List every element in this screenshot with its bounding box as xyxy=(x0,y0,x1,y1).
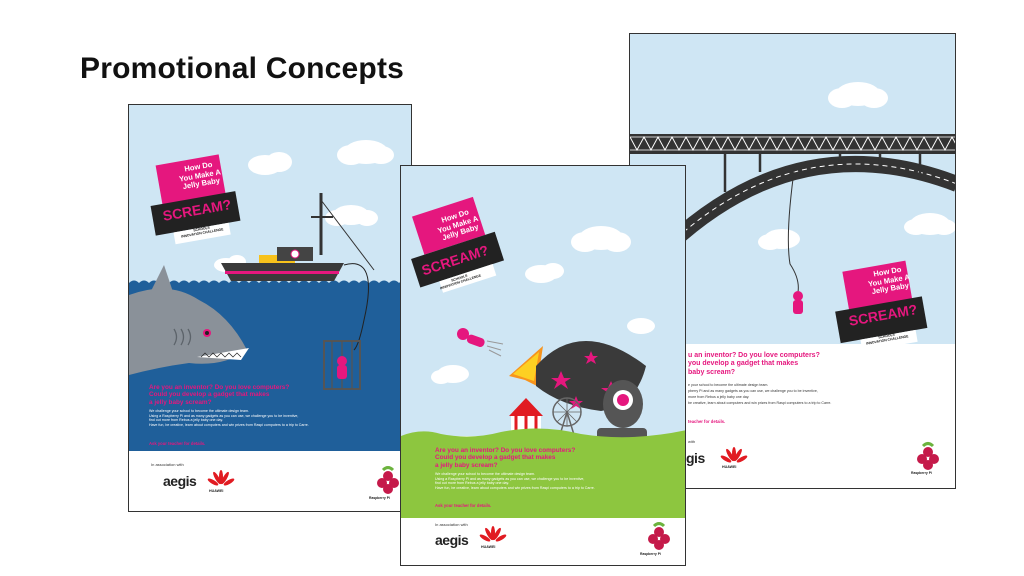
body-line-3: find out more from Rebus a jelly baby on… xyxy=(149,418,224,423)
boat-icon xyxy=(221,193,375,351)
raspberry-pi-logo-icon xyxy=(648,522,670,550)
raspberry-pi-wordmark: Raspberry Pi xyxy=(369,496,390,500)
assoc-label: In association with xyxy=(151,462,184,467)
question-line-3: baby scream? xyxy=(688,368,736,376)
body-line-4: Have fun, be creative, learn about compu… xyxy=(435,485,595,490)
poster-body: e your school to become the ultimate des… xyxy=(688,382,954,406)
badge-icon xyxy=(835,260,928,352)
poster-body: We challenge your school to become the u… xyxy=(149,409,409,427)
poster-shark: How Do You Make A Jelly Baby SCREAM? SCH… xyxy=(128,104,412,512)
cage-icon xyxy=(323,340,361,390)
raspberry-pi-logo-icon xyxy=(377,466,399,494)
huawei-logo-icon xyxy=(479,526,507,542)
huawei-wordmark: HUAWEI xyxy=(209,489,224,493)
bridge-icon xyxy=(630,134,955,314)
poster-cta: teacher for details. xyxy=(688,419,726,424)
badge-icon xyxy=(150,154,241,245)
question-line-3: a jelly baby scream? xyxy=(435,461,498,469)
aegis-logo: aegis xyxy=(163,473,197,489)
body-line-2: Using a Raspberry Pi and as many gadgets… xyxy=(149,413,299,418)
poster-cannon-art xyxy=(401,166,685,565)
huawei-logo-icon xyxy=(207,470,235,486)
body-line-2: Using a Raspberry Pi and as many gadgets… xyxy=(435,476,585,481)
question-line-1: Are you an inventor? Do you love compute… xyxy=(435,447,576,454)
body-line-2: pberry Pi and as many gadgets as you can… xyxy=(688,389,818,393)
raspberry-pi-wordmark: Raspberry Pi xyxy=(640,552,661,556)
shark-icon xyxy=(129,265,249,375)
body-line-3: find out more from Rebus a jelly baby on… xyxy=(435,481,510,486)
body-line-1: We challenge your school to become the u… xyxy=(435,472,536,476)
body-line-3: more from Rebus a jelly baby one day. xyxy=(688,395,750,399)
question-line-3: a jelly baby scream? xyxy=(149,398,212,406)
question-line-2: Could you develop a gadget that makes xyxy=(149,391,270,399)
body-line-1: We challenge your school to become the u… xyxy=(149,409,250,413)
poster-shark-art xyxy=(129,105,411,511)
slide-title: Promotional Concepts xyxy=(80,52,405,85)
badge-icon xyxy=(411,196,505,293)
poster-question: Are you an inventor? Do you love compute… xyxy=(149,384,339,406)
poster-question: u an inventor? Do you love computers? yo… xyxy=(688,352,878,377)
poster-cta: Ask your teacher for details. xyxy=(149,441,206,446)
aegis-logo: aegis xyxy=(435,532,469,548)
cloud-icon xyxy=(431,226,655,384)
body-line-1: e your school to become the ultimate des… xyxy=(688,383,769,387)
question-line-1: Are you an inventor? Do you love compute… xyxy=(149,384,290,391)
body-line-4: Have fun, be creative, learn about compu… xyxy=(149,422,309,427)
assoc-label: In association with xyxy=(435,522,468,527)
raspberry-pi-logo-icon xyxy=(917,442,939,470)
poster-cta: Ask your teacher for details. xyxy=(435,503,492,508)
cloud-icon xyxy=(758,82,955,250)
huawei-wordmark: HUAWEI xyxy=(481,545,496,549)
huawei-logo-icon xyxy=(720,447,748,463)
raspberry-pi-wordmark: Raspberry Pi xyxy=(911,471,932,475)
question-line-1: u an inventor? Do you love computers? xyxy=(688,352,820,359)
question-line-2: Could you develop a gadget that makes xyxy=(435,454,556,462)
aegis-logo: gis xyxy=(686,450,705,466)
body-line-4: be creative, learn about computers and w… xyxy=(688,401,832,405)
poster-body: We challenge your school to become the u… xyxy=(435,472,683,490)
poster-question: Are you an inventor? Do you love compute… xyxy=(435,447,635,469)
poster-cannon: How Do You Make A Jelly Baby SCREAM? SCH… xyxy=(400,165,686,566)
huawei-wordmark: HUAWEI xyxy=(722,465,737,469)
question-line-2: you develop a gadget that makes xyxy=(688,360,799,368)
assoc-label: with xyxy=(688,439,696,444)
